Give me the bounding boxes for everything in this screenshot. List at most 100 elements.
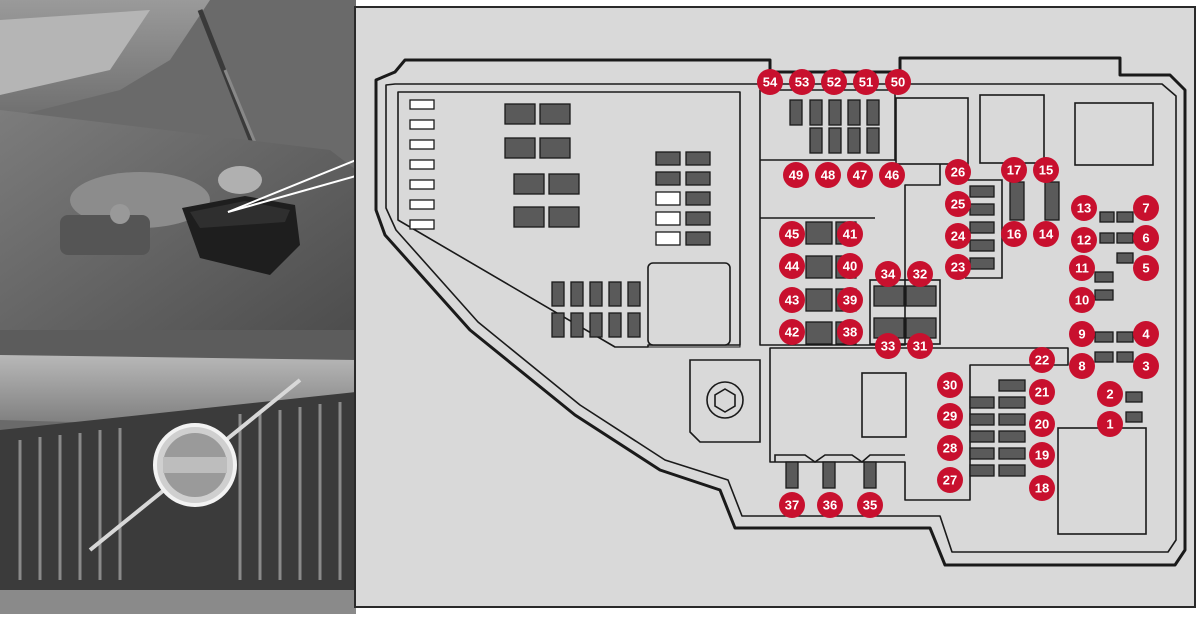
fuse-marker-4: 4 xyxy=(1133,321,1159,347)
fuse-marker-38: 38 xyxy=(837,319,863,345)
fuse-column-23-26 xyxy=(969,185,995,270)
fuse-marker-33: 33 xyxy=(875,333,901,359)
fuse-marker-29: 29 xyxy=(937,403,963,429)
fuse-marker-circle xyxy=(1029,379,1055,405)
fuse-marker-circle xyxy=(1069,321,1095,347)
fuse-marker-16: 16 xyxy=(1001,221,1027,247)
fuse-marker-circle xyxy=(937,435,963,461)
fuse-marker-46: 46 xyxy=(879,162,905,188)
fuse-marker-25: 25 xyxy=(945,191,971,217)
left-compartment-shadow xyxy=(397,219,741,348)
fuse-marker-label: 25 xyxy=(951,197,965,212)
fuse-marker-circle xyxy=(837,253,863,279)
fuse-marker-label: 3 xyxy=(1142,359,1149,374)
fuse-grid-14-17 xyxy=(1009,181,1060,221)
fuse-marker-circle xyxy=(937,467,963,493)
fuse-marker-label: 39 xyxy=(843,293,857,308)
fuse-marker-10: 10 xyxy=(1069,287,1095,313)
fuse-marker-15: 15 xyxy=(1033,157,1059,183)
fuse-marker-label: 41 xyxy=(843,227,857,242)
fuse-marker-label: 47 xyxy=(853,168,867,183)
engine-compartment-photo xyxy=(0,0,357,614)
fuse-marker-26: 26 xyxy=(945,159,971,185)
fuse-marker-36: 36 xyxy=(817,492,843,518)
fuse-marker-label: 26 xyxy=(951,165,965,180)
fuse-marker-circle xyxy=(821,69,847,95)
fuse-marker-43: 43 xyxy=(779,287,805,313)
fuse-marker-label: 22 xyxy=(1035,353,1049,368)
fuse-marker-label: 23 xyxy=(951,260,965,275)
fuse-marker-label: 30 xyxy=(943,378,957,393)
fuse-marker-24: 24 xyxy=(945,223,971,249)
fuse-marker-circle xyxy=(945,254,971,280)
fuse-marker-circle xyxy=(779,221,805,247)
fuse-marker-label: 51 xyxy=(859,75,873,90)
fuse-marker-45: 45 xyxy=(779,221,805,247)
fuse-marker-label: 13 xyxy=(1077,201,1091,216)
fuse-marker-41: 41 xyxy=(837,221,863,247)
fuse-marker-21: 21 xyxy=(1029,379,1055,405)
fuse-marker-52: 52 xyxy=(821,69,847,95)
fuse-marker-3: 3 xyxy=(1133,353,1159,379)
fuse-marker-circle xyxy=(815,162,841,188)
fuse-marker-label: 54 xyxy=(763,75,778,90)
fuse-marker-circle xyxy=(945,191,971,217)
fuse-box-diagram: 1234567891011121314151617181920212223242… xyxy=(374,56,1187,567)
fuse-marker-37: 37 xyxy=(779,492,805,518)
fuse-marker-19: 19 xyxy=(1029,442,1055,468)
fuse-marker-circle xyxy=(1069,255,1095,281)
bottom-fuse-rail xyxy=(774,454,905,464)
fuse-marker-circle xyxy=(817,492,843,518)
fuse-marker-34: 34 xyxy=(875,261,901,287)
fuse-marker-label: 46 xyxy=(885,168,899,183)
fuse-marker-label: 20 xyxy=(1035,417,1049,432)
fuse-marker-label: 42 xyxy=(785,325,799,340)
large-relay-left xyxy=(647,262,731,346)
fuse-marker-label: 28 xyxy=(943,441,957,456)
fuse-marker-32: 32 xyxy=(907,261,933,287)
fuse-marker-circle xyxy=(789,69,815,95)
fuse-marker-circle xyxy=(837,319,863,345)
fuse-marker-circle xyxy=(779,253,805,279)
fuse-marker-circle xyxy=(779,287,805,313)
fuse-marker-49: 49 xyxy=(783,162,809,188)
fuse-marker-label: 44 xyxy=(785,259,800,274)
fuse-marker-circle xyxy=(853,69,879,95)
fuse-marker-label: 14 xyxy=(1039,227,1054,242)
fuse-marker-5: 5 xyxy=(1133,255,1159,281)
fuse-marker-circle xyxy=(857,492,883,518)
fuse-marker-circle xyxy=(1033,157,1059,183)
fuse-marker-12: 12 xyxy=(1071,227,1097,253)
fuse-marker-label: 12 xyxy=(1077,233,1091,248)
fuse-marker-circle xyxy=(937,403,963,429)
fuse-marker-circle xyxy=(757,69,783,95)
fuse-marker-28: 28 xyxy=(937,435,963,461)
fuse-marker-circle xyxy=(1069,287,1095,313)
fuse-marker-8: 8 xyxy=(1069,353,1095,379)
fuse-marker-label: 15 xyxy=(1039,163,1053,178)
fuse-marker-label: 9 xyxy=(1078,327,1085,342)
fuse-marker-circle xyxy=(1071,195,1097,221)
fuse-31-34-frame xyxy=(869,279,941,345)
fuse-marker-circle xyxy=(907,333,933,359)
large-relay-bottom-right xyxy=(1057,427,1147,535)
fuse-marker-label: 18 xyxy=(1035,481,1049,496)
fuse-marker-label: 36 xyxy=(823,498,837,513)
fuse-marker-9: 9 xyxy=(1069,321,1095,347)
fuse-grid-31-34 xyxy=(873,285,937,339)
fuse-marker-label: 32 xyxy=(913,267,927,282)
fuse-marker-circle xyxy=(779,319,805,345)
fuse-marker-circle xyxy=(1029,347,1055,373)
left-bottom-fuse-grid xyxy=(551,281,641,338)
fuse-marker-51: 51 xyxy=(853,69,879,95)
fuse-marker-circle xyxy=(1001,157,1027,183)
fuse-marker-label: 35 xyxy=(863,498,877,513)
fuse-marker-40: 40 xyxy=(837,253,863,279)
fuse-marker-14: 14 xyxy=(1033,221,1059,247)
fuse-marker-circle xyxy=(885,69,911,95)
fuse-marker-circle xyxy=(837,221,863,247)
fuse-marker-circle xyxy=(945,159,971,185)
fuse-marker-circle xyxy=(1029,442,1055,468)
fuse-marker-label: 40 xyxy=(843,259,857,274)
top-right-relays xyxy=(895,94,1154,166)
